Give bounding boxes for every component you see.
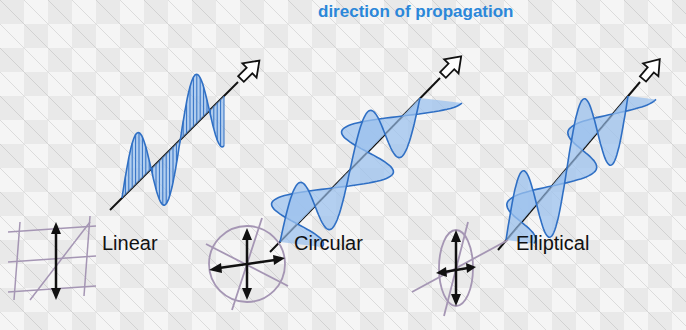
field-vector [200,78,201,120]
propagation-label: direction of propagation [318,2,514,22]
field-vector [220,99,221,146]
field-vector [142,137,143,177]
wave-group [110,49,667,252]
wave-curve [280,98,420,242]
elliptical-symbol [412,222,508,316]
field-vector [139,133,140,181]
wave-fill [272,98,462,247]
field-vector [132,143,133,188]
polarization-label: Elliptical [516,232,589,255]
linear-arrow [51,222,61,300]
field-vector [196,74,197,123]
polarization-label: Circular [294,232,363,255]
polarization-label: Linear [102,232,158,255]
direction-arrow [436,49,468,82]
wave-fill [506,96,628,240]
field-vector [159,161,160,200]
elliptical-arrows [436,230,476,306]
field-vector [135,135,136,185]
field-vector [224,96,225,146]
field-vector [217,103,218,140]
wave-fill [506,96,656,243]
field-vector [169,150,170,196]
field-vector [190,87,191,130]
wave-curve [122,74,224,205]
direction-arrow [635,53,667,86]
field-vector [193,77,194,126]
field-vector [166,154,167,204]
wave-fill [280,98,420,242]
circular-arrows [209,228,285,300]
wave-fill [122,74,224,205]
field-vector [162,157,163,205]
field-vector [203,87,204,116]
linear-symbol [8,216,96,300]
wave-curve [506,96,628,240]
direction-arrow [234,54,267,87]
circular-symbol [206,218,288,310]
